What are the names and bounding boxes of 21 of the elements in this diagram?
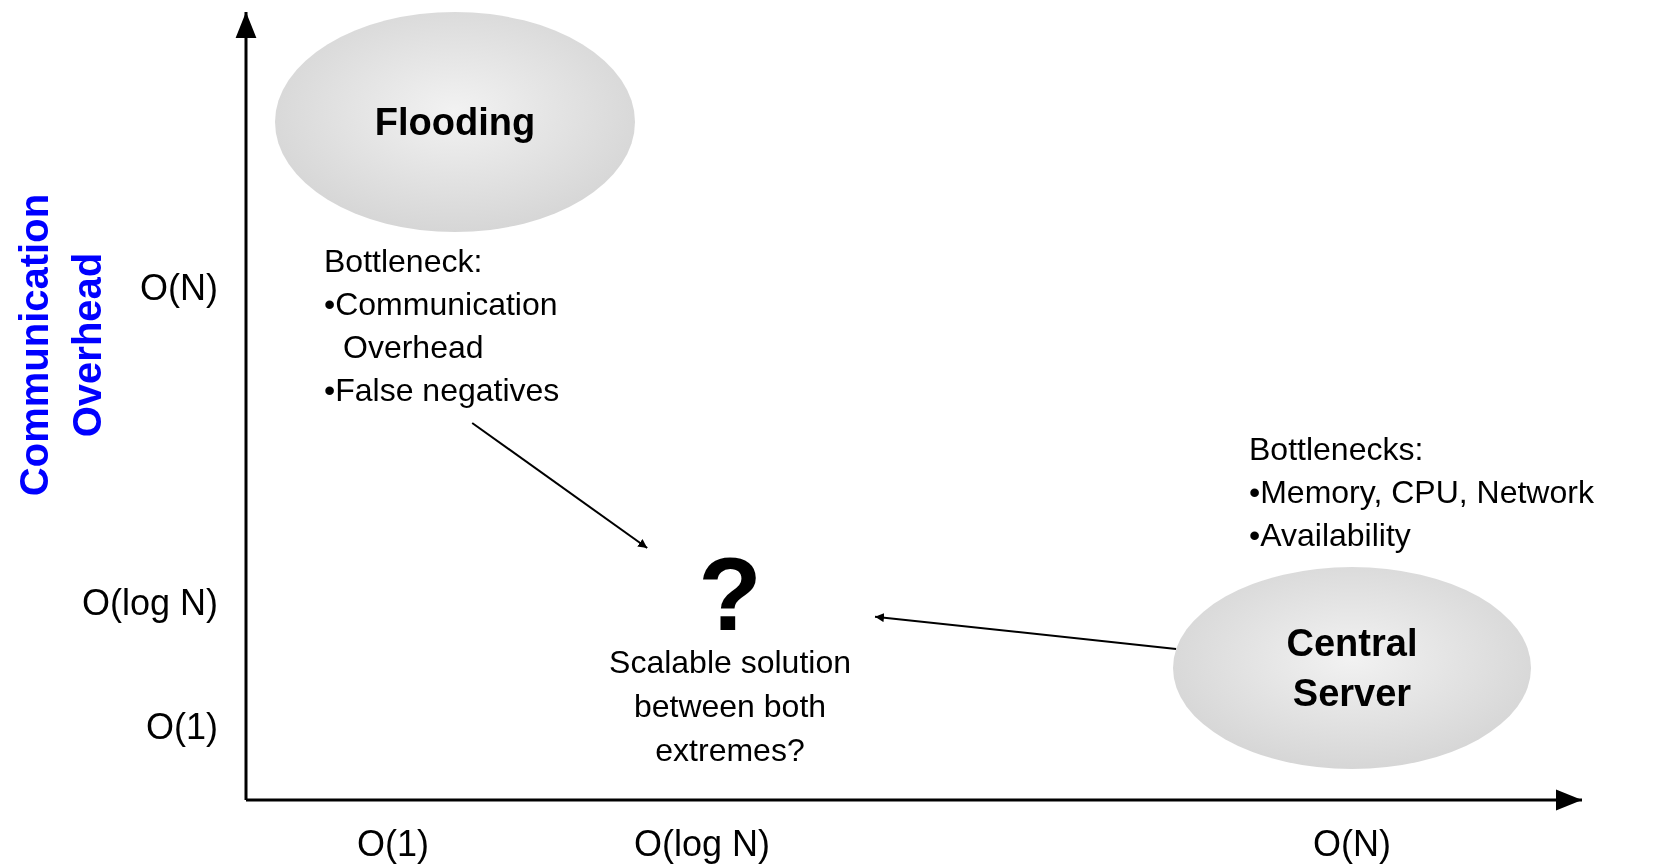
bullet-item: •Availability: [1249, 516, 1411, 555]
bullet-item: •False negatives: [324, 371, 561, 410]
arrow: [874, 613, 1178, 651]
bullet-item: •Memory, CPU, Network: [1249, 473, 1594, 512]
node-title: Flooding: [373, 100, 537, 145]
text-heading: Bottleneck:: [324, 242, 484, 281]
tick-label: O(log N): [82, 583, 219, 623]
text-heading: Bottlenecks:: [1249, 430, 1424, 469]
node-title: Central Server: [1285, 621, 1419, 716]
question-mark: ?: [698, 548, 762, 640]
tick-label: O(1): [357, 824, 429, 864]
axis-title: Communication Overhead: [11, 192, 110, 499]
bullet-item: •Communication Overhead: [324, 285, 559, 367]
ellipse-node: [1173, 567, 1531, 769]
node-text: Scalable solution between both extremes?: [608, 643, 852, 770]
arrow: [471, 422, 649, 549]
tick-label: O(1): [146, 707, 218, 747]
ellipse-node: [275, 12, 635, 232]
tick-label: O(log N): [634, 824, 771, 864]
tick-label: O(N): [1313, 824, 1391, 864]
tick-label: O(N): [140, 268, 218, 308]
